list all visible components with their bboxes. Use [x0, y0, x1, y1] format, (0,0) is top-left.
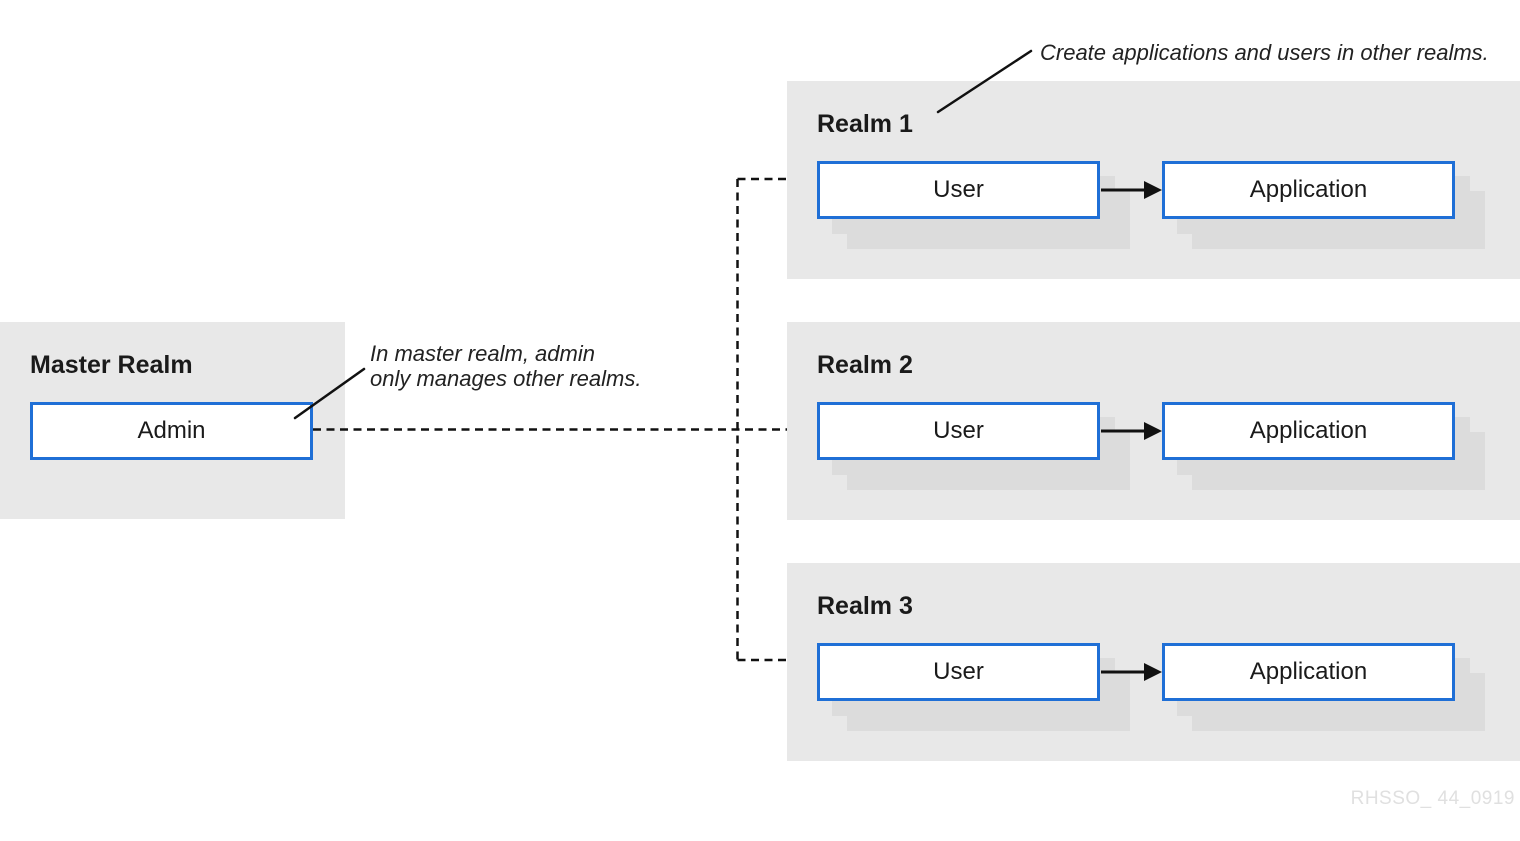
realm-1-application-label: Application	[1249, 176, 1368, 203]
realm-3-user-box: User	[817, 643, 1130, 731]
realm-1-panel: Realm 1 User Application	[787, 81, 1520, 279]
realm-1-user-box: User	[817, 161, 1130, 249]
realm-1-application-box: Application	[1162, 161, 1485, 249]
watermark-label: RHSSO_ 44_0919	[1350, 788, 1515, 809]
realm-2-application-label: Application	[1249, 417, 1368, 444]
dashed-connector-lines	[313, 177, 787, 662]
realm-2-application-box: Application	[1162, 402, 1485, 490]
realm-3-panel: Realm 3 User Application	[787, 563, 1520, 761]
realm-2-application-box-frame: Application	[1162, 402, 1455, 460]
realm-1-application-box-frame: Application	[1162, 161, 1455, 219]
admin-box: Admin	[30, 402, 313, 460]
realm-3-user-box-frame: User	[817, 643, 1100, 701]
realm-2-user-box: User	[817, 402, 1130, 490]
realm-1-user-label: User	[933, 176, 984, 203]
realm-3-title: Realm 3	[817, 592, 913, 620]
realm-1-title: Realm 1	[817, 110, 913, 138]
realm-2-user-box-frame: User	[817, 402, 1100, 460]
realm-2-user-label: User	[933, 417, 984, 444]
admin-box-label: Admin	[137, 417, 206, 444]
annotation-create-applications: Create applications and users in other r…	[1040, 40, 1489, 65]
realm-3-application-box-frame: Application	[1162, 643, 1455, 701]
annotation-master-realm-line1: In master realm, admin	[370, 341, 595, 366]
master-realm-panel: Master Realm Admin	[0, 322, 345, 519]
admin-box-frame: Admin	[30, 402, 313, 460]
realm-2-panel: Realm 2 User Application	[787, 322, 1520, 520]
master-realm-title: Master Realm	[30, 351, 193, 379]
annotation-master-realm-line2: only manages other realms.	[370, 366, 642, 391]
realm-3-user-label: User	[933, 658, 984, 685]
realm-2-title: Realm 2	[817, 351, 913, 379]
realm-1-user-box-frame: User	[817, 161, 1100, 219]
annotation-master-realm: In master realm, admin only manages othe…	[370, 341, 641, 391]
realm-3-application-box: Application	[1162, 643, 1485, 731]
realm-3-application-label: Application	[1249, 658, 1368, 685]
